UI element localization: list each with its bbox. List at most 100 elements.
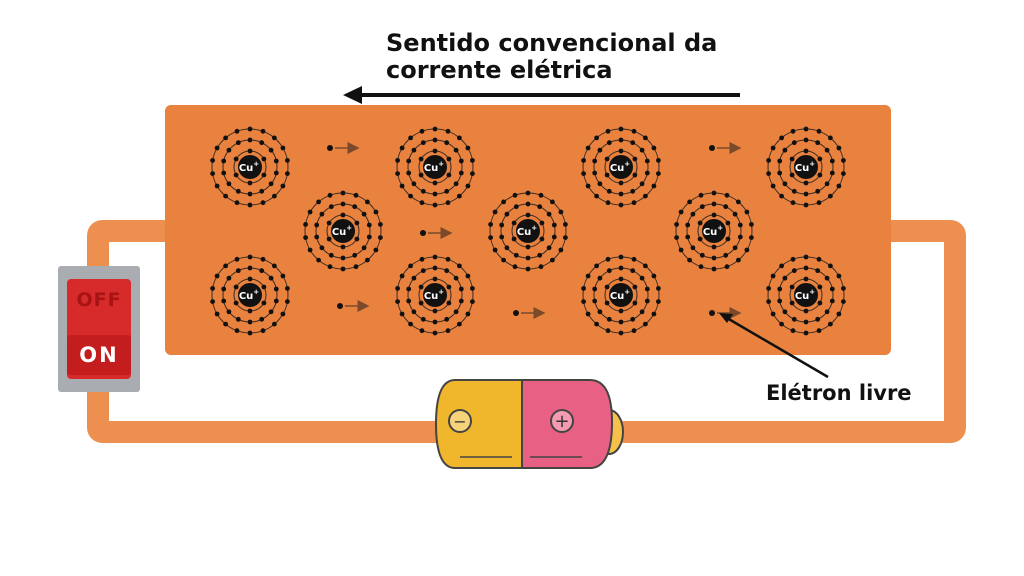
bound-electron: [803, 276, 809, 282]
bound-electron: [247, 191, 253, 197]
bound-electron: [268, 275, 274, 281]
bound-electron: [513, 252, 519, 258]
bound-electron: [744, 247, 750, 253]
bound-electron: [606, 188, 612, 194]
bound-electron: [354, 236, 360, 242]
bound-electron: [465, 183, 471, 189]
bound-electron: [214, 273, 220, 279]
bound-electron: [631, 128, 637, 134]
bound-electron: [273, 170, 279, 176]
bound-electron: [643, 135, 648, 141]
power-switch[interactable]: OFF ON: [58, 266, 140, 392]
bound-electron: [737, 222, 743, 228]
bound-electron: [432, 254, 438, 260]
conventional-current-arrow: [343, 86, 740, 104]
copper-atom: Cu+: [581, 254, 661, 336]
bound-electron: [632, 284, 638, 290]
bound-electron: [639, 147, 645, 153]
bound-electron: [829, 158, 835, 164]
bound-electron: [817, 300, 823, 306]
bound-electron: [828, 193, 833, 199]
bound-electron: [816, 200, 822, 206]
copper-atom: Cu+: [674, 190, 754, 272]
switch-rocker[interactable]: OFF ON: [67, 279, 131, 379]
bound-electron: [406, 298, 412, 304]
bound-electron: [581, 299, 586, 304]
bound-electron: [525, 266, 531, 272]
bound-electron: [280, 145, 286, 151]
bound-electron: [698, 264, 704, 270]
copper-nucleus: [331, 219, 355, 243]
bound-electron: [803, 330, 809, 336]
bound-electron: [234, 200, 240, 206]
bound-electron: [782, 309, 788, 315]
bound-electron: [432, 330, 438, 336]
bound-electron: [432, 202, 438, 208]
bound-electron: [446, 284, 452, 290]
bound-electron: [563, 222, 568, 227]
bound-electron: [766, 158, 771, 163]
bound-electron: [643, 193, 648, 199]
bound-electron: [445, 200, 451, 206]
free-electron-dot: [709, 145, 715, 151]
bound-electron: [234, 128, 240, 134]
free-electron: [513, 307, 546, 319]
bound-electron: [558, 247, 564, 253]
bound-electron: [432, 308, 438, 314]
bound-electron: [457, 135, 462, 141]
bound-electron: [221, 286, 227, 292]
bound-electron: [399, 273, 405, 279]
bound-electron: [782, 275, 788, 281]
copper-atom: Cu+: [395, 126, 475, 208]
bound-electron: [630, 140, 636, 146]
bound-electron: [829, 170, 835, 176]
bound-electron: [836, 311, 842, 317]
bound-electron: [465, 145, 471, 151]
bound-electron: [779, 193, 784, 199]
bound-electron: [419, 128, 425, 134]
bound-electron: [453, 275, 459, 281]
bound-electron: [789, 172, 795, 178]
bound-electron: [366, 234, 372, 240]
bound-electron: [766, 286, 771, 291]
bound-electron: [644, 286, 650, 292]
bound-electron: [618, 265, 624, 271]
bound-electron: [504, 245, 510, 251]
bound-electron: [803, 191, 809, 197]
bound-electron: [791, 188, 797, 194]
bound-electron: [678, 247, 684, 253]
bound-electron: [259, 188, 265, 194]
bound-electron: [816, 328, 822, 334]
bound-electron: [815, 140, 821, 146]
bound-electron: [280, 273, 286, 279]
bound-electron: [411, 275, 417, 281]
bound-electron: [511, 236, 517, 242]
bound-electron: [406, 286, 412, 292]
copper-nucleus: [794, 283, 818, 307]
bound-electron: [618, 330, 624, 336]
bound-electron: [233, 172, 239, 178]
bound-electron: [499, 234, 505, 240]
free-electrons: [327, 142, 742, 319]
copper-atom: Cu+: [210, 254, 290, 336]
bound-electron: [770, 183, 776, 189]
bound-electron: [492, 209, 498, 215]
bound-electron: [656, 171, 661, 177]
bound-electron: [791, 140, 797, 146]
bound-electron: [361, 245, 367, 251]
bound-electron: [789, 156, 795, 162]
title-line-2: corrente elétrica: [386, 56, 613, 84]
bound-electron: [632, 172, 638, 178]
bound-electron: [406, 170, 412, 176]
bound-electron: [685, 222, 691, 228]
bound-electron: [513, 204, 519, 210]
bound-electron: [328, 252, 334, 258]
bound-electron: [817, 284, 823, 290]
bound-electron: [618, 276, 624, 282]
bound-electron: [604, 172, 610, 178]
bound-electron: [618, 148, 624, 154]
bound-electron: [504, 211, 510, 217]
bound-electron: [525, 255, 531, 261]
bound-electron: [316, 257, 321, 263]
bound-electron: [272, 193, 277, 199]
